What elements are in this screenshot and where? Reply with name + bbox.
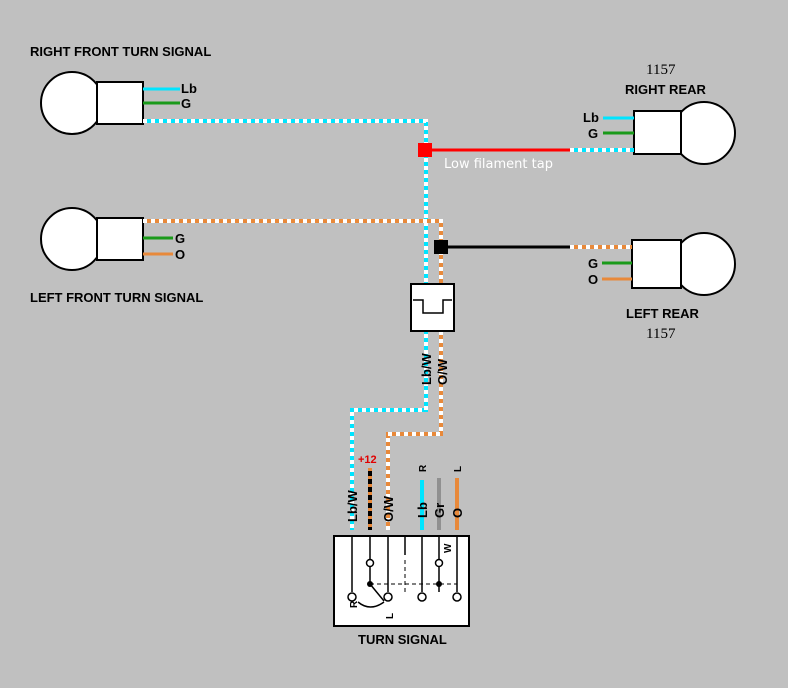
bulb-icon <box>672 232 736 296</box>
sw-top-r-label: R <box>418 464 429 472</box>
lf-wire-o-label: O <box>175 247 185 262</box>
sw-r-label: R <box>349 600 360 608</box>
left-rear-label: LEFT REAR <box>626 306 700 321</box>
rr-wire-lb-label: Lb <box>583 110 599 125</box>
left-rear-turn-signal <box>602 232 736 296</box>
splice-node-black <box>434 240 448 254</box>
socket <box>631 239 682 289</box>
turn-signal-label: TURN SIGNAL <box>358 632 447 647</box>
right-rear-turn-signal <box>603 101 736 165</box>
lf-wire-g-label: G <box>175 231 185 246</box>
socket <box>96 81 144 125</box>
sw-o-label: O <box>450 508 465 518</box>
socket <box>633 110 682 155</box>
sw-gr-label: Gr <box>432 503 447 518</box>
wire-lbw <box>143 119 634 530</box>
low-filament-tap-wire <box>418 143 570 157</box>
right-rear-label: RIGHT REAR <box>625 82 707 97</box>
bulb-icon <box>40 71 104 135</box>
turn-signal-switch <box>333 535 470 627</box>
rf-wire-g-label: G <box>181 96 191 111</box>
bulb-icon <box>672 101 736 165</box>
connector-icon <box>410 283 455 332</box>
sw-ow-label: O/W <box>381 495 396 522</box>
trunk-ow-label: O/W <box>435 358 450 385</box>
plus12-label: +12 <box>358 454 377 466</box>
sw-lb-label: Lb <box>415 502 430 518</box>
right-rear-bulb-label: 1157 <box>646 62 676 78</box>
left-front-turn-signal <box>40 207 173 271</box>
right-front-turn-signal <box>40 71 180 135</box>
low-filament-tap-label: Low filament tap <box>444 157 553 172</box>
left-rear-bulb-label: 1157 <box>646 326 676 342</box>
lr-wire-g-label: G <box>588 256 598 271</box>
bulb-icon <box>40 207 104 271</box>
left-front-label: LEFT FRONT TURN SIGNAL <box>30 290 203 305</box>
rf-wire-lb-label: Lb <box>181 81 197 96</box>
switch-wires <box>368 468 459 530</box>
left-rear-feed-wire <box>434 240 570 254</box>
trunk-lbw-label: Lb/W <box>419 353 434 385</box>
sw-lbw-label: Lb/W <box>345 490 360 522</box>
wire-ow <box>143 219 632 530</box>
sw-w-label: W <box>443 543 454 553</box>
lr-wire-o-label: O <box>588 272 598 287</box>
splice-node-red <box>418 143 432 157</box>
rr-wire-g-label: G <box>588 126 598 141</box>
right-front-label: RIGHT FRONT TURN SIGNAL <box>30 44 211 59</box>
sw-l-label: L <box>385 613 396 619</box>
socket <box>96 217 144 261</box>
sw-top-l-label: L <box>453 466 464 472</box>
